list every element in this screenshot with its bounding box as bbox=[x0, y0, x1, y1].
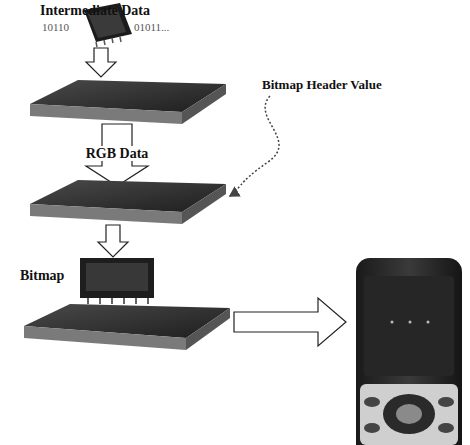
bitmap-block bbox=[80, 258, 154, 304]
layer-slab bbox=[30, 180, 226, 224]
mobile-phone bbox=[356, 258, 462, 445]
leader-line bbox=[230, 96, 279, 196]
layer-slab bbox=[30, 80, 226, 124]
binary-text: 10110 bbox=[42, 21, 69, 33]
right-arrow bbox=[234, 298, 346, 346]
data-label: Bitmap bbox=[20, 268, 64, 283]
binary-text: 01011... bbox=[134, 21, 169, 33]
layer-slab bbox=[24, 304, 230, 350]
data-label: RGB Data bbox=[84, 146, 151, 161]
down-arrow bbox=[86, 48, 116, 77]
title-label: Intermediate Data bbox=[40, 3, 150, 18]
callout-label: Bitmap Header Value bbox=[262, 78, 382, 92]
down-arrow bbox=[98, 225, 128, 257]
